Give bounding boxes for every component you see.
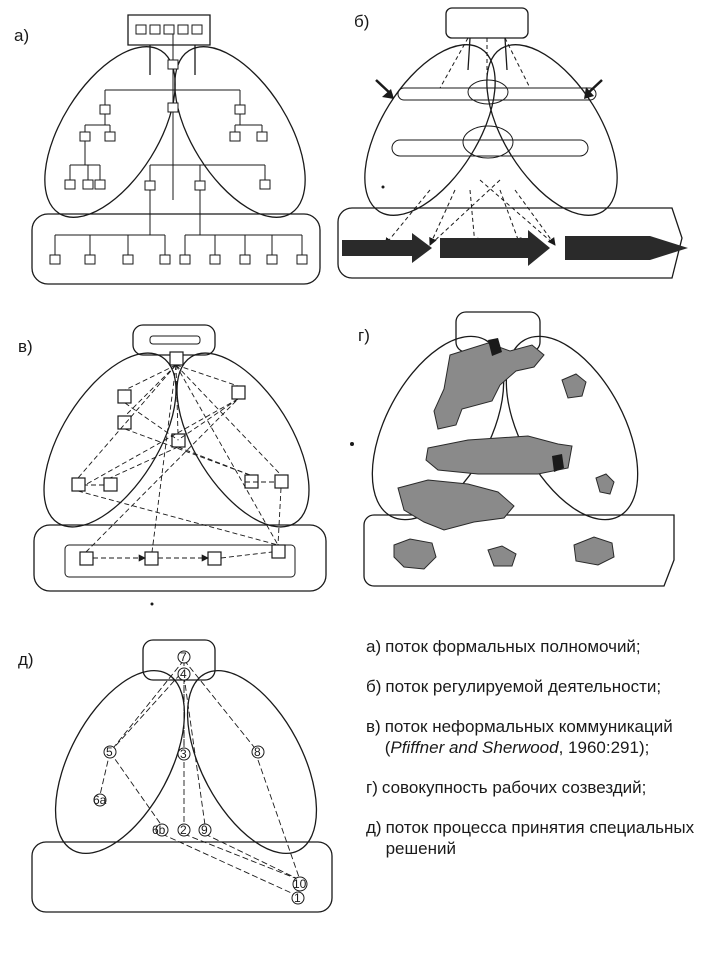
panel-v-diagram <box>17 325 335 591</box>
legend-item-g: г) совокупность рабочих созвездий; <box>366 777 696 798</box>
legend-text: поток формальных полномочий; <box>385 636 696 657</box>
panel-b-diagram <box>338 8 688 278</box>
panel-g-constellations <box>394 343 614 569</box>
panel-d-right-lobe <box>161 650 343 874</box>
panel-d-nodes <box>94 651 307 904</box>
legend-item-a: а) поток формальных полномочий; <box>366 636 696 657</box>
panel-a-diagram <box>18 15 331 284</box>
panel-b-work-flow-arrows <box>342 230 688 266</box>
legend-key: б) <box>366 676 381 697</box>
legend-text: совокупность рабочих созвездий; <box>382 777 696 798</box>
constellation-blob <box>434 343 544 429</box>
node-10: 10 <box>293 877 307 891</box>
panel-b-external-arrows <box>376 80 602 99</box>
constellation-blob <box>562 374 586 398</box>
node-2: 2 <box>180 823 187 837</box>
panel-g-diagram <box>345 312 674 586</box>
legend-text: поток процесса принятия специальных реше… <box>386 817 696 859</box>
panel-v-links <box>78 365 281 558</box>
node-9: 9 <box>201 823 208 837</box>
panel-a-operating-core <box>32 214 320 284</box>
constellation-blob <box>426 436 572 474</box>
legend-item-b: б) поток регулируемой деятельности; <box>366 676 696 697</box>
node-8: 8 <box>254 745 261 759</box>
legend-item-d: д) поток процесса принятия специальных р… <box>366 817 696 859</box>
constellation-blob <box>596 474 614 494</box>
node-7: 7 <box>180 650 187 664</box>
legend-key: в) <box>366 716 381 758</box>
node-5: 5 <box>106 745 113 759</box>
legend-key: а) <box>366 636 381 657</box>
constellation-blob <box>574 537 614 565</box>
legend-text: поток регулируемой деятельности; <box>385 676 696 697</box>
stray-dot <box>151 603 154 606</box>
node-6a: 6a <box>93 793 107 807</box>
legend-text-after: , 1960:291); <box>559 738 650 757</box>
panel-b-apex <box>446 8 528 38</box>
node-3: 3 <box>180 747 187 761</box>
panel-d-decision-links <box>100 660 300 896</box>
panel-a-apex <box>128 15 210 45</box>
panel-a-apex-boxes <box>136 25 202 34</box>
legend-citation-author: Pfiffner and Sherwood <box>390 738 558 757</box>
panel-b-regulation-flows <box>385 38 555 245</box>
node-4: 4 <box>180 667 187 681</box>
panel-d-node-labels: 7 4 5 3 8 6a 6b 2 9 10 1 <box>93 650 307 905</box>
legend-key: д) <box>366 817 382 859</box>
stray-dot <box>382 186 385 189</box>
constellation-blob <box>488 546 516 566</box>
legend-item-v: в) поток неформальных коммуникаций (Pfif… <box>366 716 696 758</box>
panel-a-hierarchy <box>50 34 307 264</box>
stray-dot <box>350 442 354 446</box>
legend-key: г) <box>366 777 378 798</box>
constellation-blob <box>398 480 514 530</box>
panel-v-apex <box>133 325 215 355</box>
legend: а) поток формальных полномочий; б) поток… <box>366 636 696 878</box>
constellation-blob <box>394 539 436 569</box>
node-6b: 6b <box>152 823 166 837</box>
legend-text: поток неформальных коммуникаций (Pfiffne… <box>385 716 696 758</box>
node-1: 1 <box>294 891 301 905</box>
